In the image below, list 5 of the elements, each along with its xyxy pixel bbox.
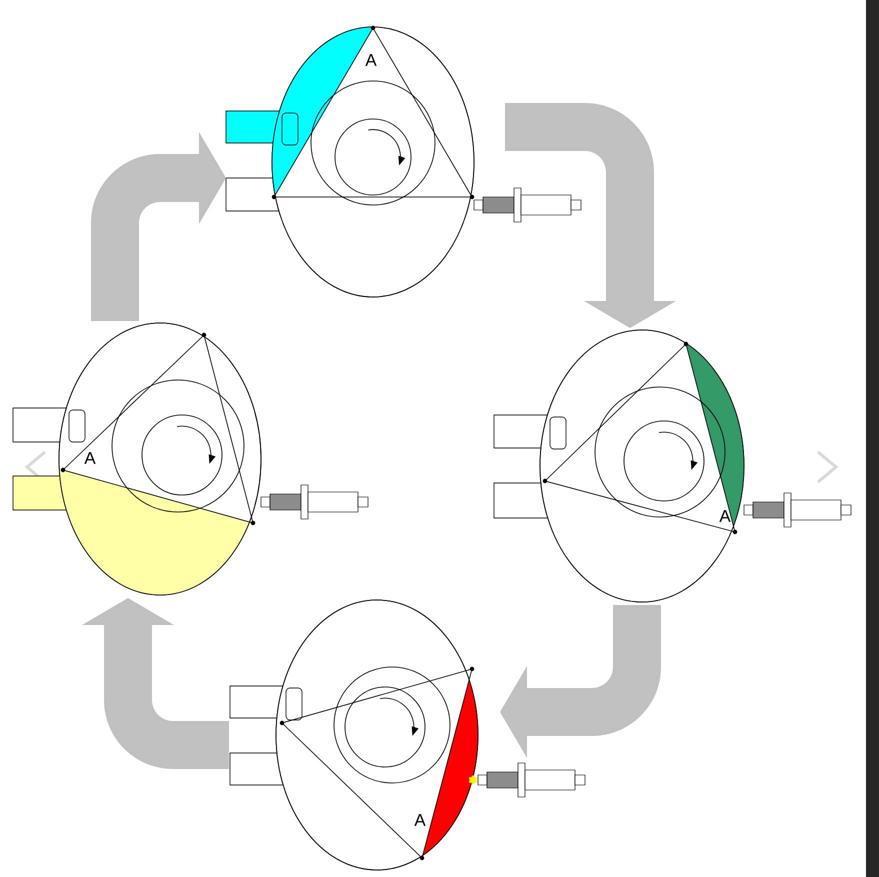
node-label: A	[84, 452, 96, 464]
cycle-arrow	[500, 605, 661, 758]
cycle-arrow	[91, 132, 226, 321]
cycle-arrow	[82, 598, 229, 769]
cycle-arrow	[505, 103, 676, 328]
